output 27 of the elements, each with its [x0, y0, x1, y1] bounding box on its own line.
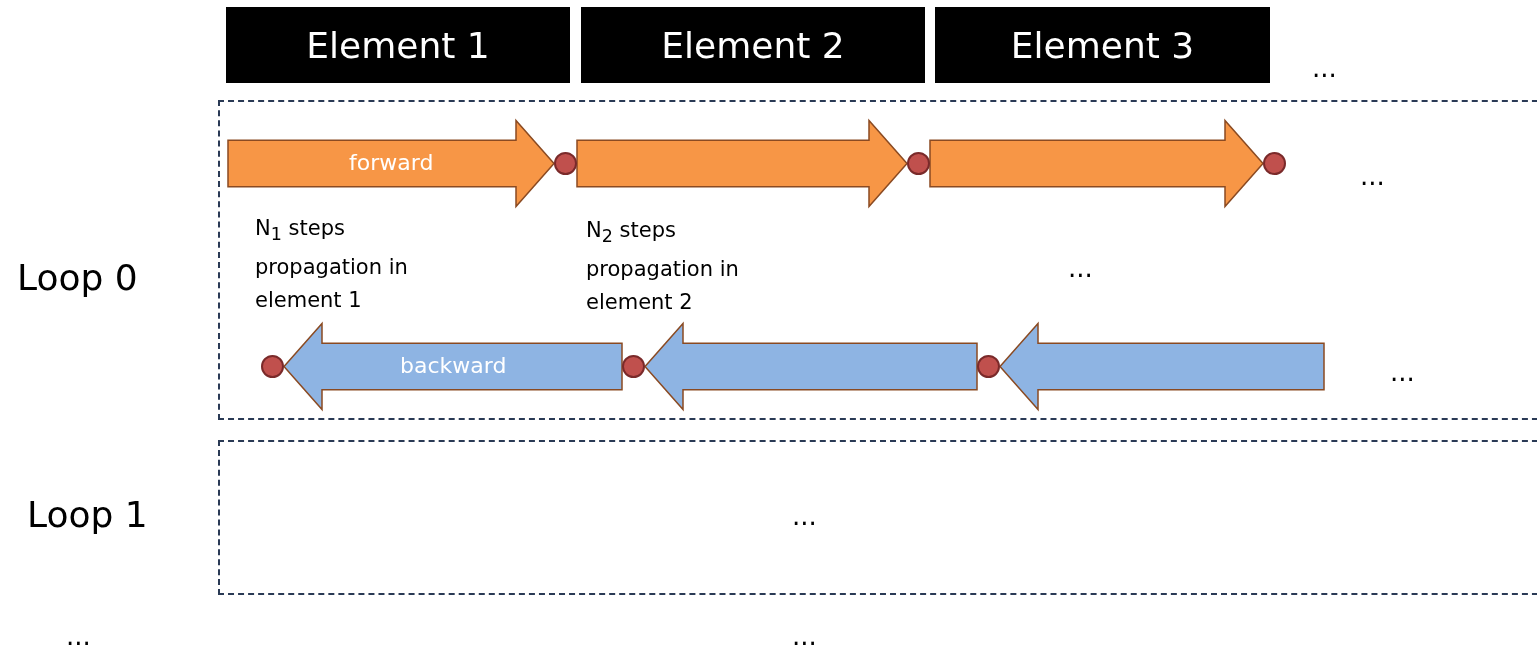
- header-box: Element 3: [935, 7, 1270, 83]
- junction-dot: [622, 355, 645, 378]
- ellipsis-text: ...: [1068, 252, 1093, 285]
- junction-dot: [977, 355, 1000, 378]
- junction-dot: [261, 355, 284, 378]
- block-arrow: [227, 118, 555, 209]
- junction-dot: [907, 152, 930, 175]
- ellipsis-text: ...: [792, 620, 817, 648]
- junction-dot: [554, 152, 577, 175]
- block-arrow: [576, 118, 908, 209]
- step-note: N$_{2}$ steps propagation in element 2: [586, 217, 740, 317]
- loop-label: Loop 0: [17, 257, 138, 298]
- ellipsis-text: ...: [66, 620, 91, 648]
- block-arrow: [929, 118, 1264, 209]
- edge-label: forward: [349, 149, 434, 175]
- block-arrow: [283, 321, 623, 412]
- block-arrow: [999, 321, 1325, 412]
- ellipsis-text: ...: [1390, 356, 1415, 389]
- loop-label: Loop 1: [27, 494, 148, 535]
- edge-label: backward: [400, 352, 507, 378]
- header-box: Element 1: [226, 7, 570, 83]
- junction-dot: [1263, 152, 1286, 175]
- header-box: Element 2: [581, 7, 925, 83]
- ellipsis-text: ...: [792, 500, 817, 533]
- ellipsis-text: ...: [1312, 52, 1337, 85]
- step-note: N$_{1}$ steps propagation in element 1: [255, 215, 409, 315]
- ellipsis-text: ...: [1360, 160, 1385, 193]
